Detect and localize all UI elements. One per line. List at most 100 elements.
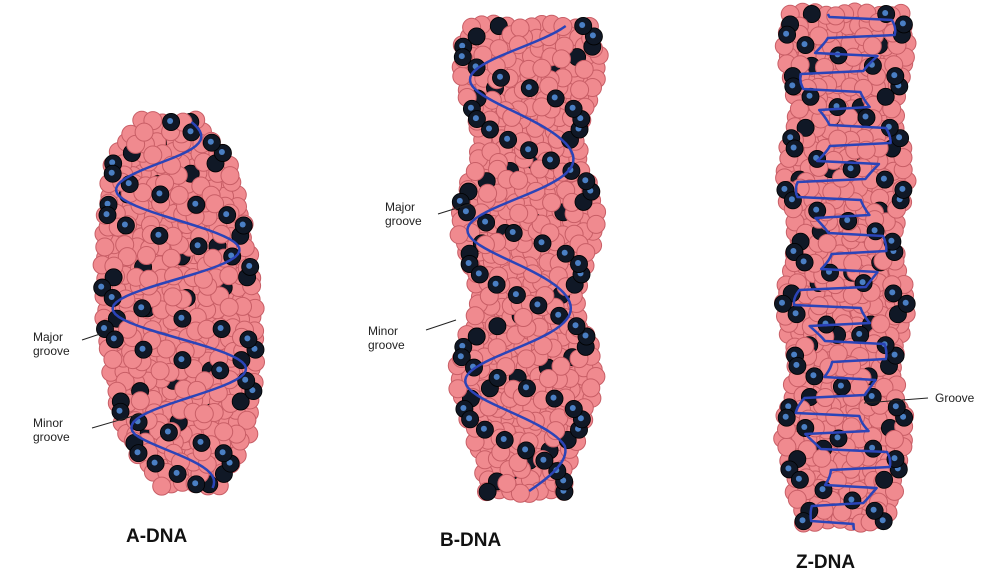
b-dna-major-groove-label: Major groove [385,200,422,228]
phosphate-highlight [109,159,115,165]
phosphate-highlight [796,476,802,482]
phosphate-highlight [152,460,158,466]
atom-sphere [826,408,844,426]
atom-sphere [135,123,153,141]
phosphate-highlight [140,346,146,352]
phosphate-highlight [138,304,144,310]
phosphate-highlight [494,374,500,380]
phosphate-highlight [156,190,162,196]
a-major-groove-pointer [82,334,100,340]
phosphate-highlight [459,43,465,49]
atom-sphere [533,59,551,77]
phosphate-highlight [540,457,546,463]
phosphate-highlight [104,211,110,217]
b-dna-model [448,15,608,502]
phosphate-highlight [192,480,198,486]
phosphate-highlight [810,372,816,378]
phosphate-highlight [889,289,895,295]
atom-sphere [220,267,238,285]
phosphate-highlight [501,436,507,442]
backbone-sphere [489,318,506,335]
atom-sphere [872,315,890,333]
phosphate-highlight [109,170,115,176]
phosphate-highlight [126,180,132,186]
phosphate-highlight [793,310,799,316]
phosphate-highlight [880,517,886,523]
phosphate-highlight [896,134,902,140]
a-dna-minor-groove-label: Minor groove [33,416,70,444]
phosphate-highlight [510,229,516,235]
phosphate-highlight [790,248,796,254]
phosphate-highlight [481,426,487,432]
atom-sphere [543,194,561,212]
phosphate-highlight [881,176,887,182]
phosphate-highlight [856,331,862,337]
phosphate-highlight [807,93,813,99]
phosphate-highlight [98,284,104,290]
phosphate-highlight [848,497,854,503]
phosphate-highlight [547,157,553,163]
atom-sphere [449,380,467,398]
phosphate-highlight [522,446,528,452]
phosphate-highlight [801,258,807,264]
phosphate-highlight [791,352,797,358]
phosphate-highlight [820,486,826,492]
z-dna-model [774,3,916,532]
phosphate-highlight [526,84,532,90]
atom-sphere [855,79,873,97]
phosphate-highlight [781,186,787,192]
phosphate-highlight [900,20,906,26]
atom-sphere [215,423,233,441]
phosphate-highlight [482,219,488,225]
b-dna-minor-groove-label: Minor groove [368,324,405,352]
phosphate-highlight [791,145,797,151]
phosphate-highlight [789,196,795,202]
z-dna-title: Z-DNA [796,552,855,574]
phosphate-highlight [122,222,128,228]
phosphate-highlight [872,227,878,233]
phosphate-highlight [178,315,184,321]
phosphate-highlight [220,449,226,455]
phosphate-highlight [835,434,841,440]
phosphate-highlight [165,429,171,435]
atom-sphere [553,50,571,68]
phosphate-highlight [192,201,198,207]
phosphate-highlight [466,415,472,421]
phosphate-highlight [802,41,808,47]
atom-sphere [162,249,180,267]
phosphate-highlight [463,208,469,214]
phosphate-highlight [476,270,482,276]
phosphate-highlight [552,94,558,100]
atom-sphere [221,167,239,185]
atom-sphere [138,247,156,265]
phosphate-highlight [583,333,589,339]
atom-sphere [582,379,600,397]
phosphate-highlight [582,177,588,183]
phosphate-highlight [783,31,789,37]
atom-sphere [220,298,238,316]
atom-sphere [144,146,162,164]
phosphate-highlight [869,393,875,399]
atom-sphere [510,171,528,189]
phosphate-highlight [869,445,875,451]
atom-sphere [510,204,528,222]
atom-sphere [498,474,516,492]
phosphate-highlight [460,405,466,411]
atom-sphere [517,350,535,368]
phosphate-highlight [801,424,807,430]
phosphate-highlight [785,465,791,471]
phosphate-highlight [863,114,869,120]
atom-sphere [587,215,605,233]
atom-sphere [511,19,529,37]
atom-sphere [164,288,182,306]
phosphate-highlight [783,414,789,420]
phosphate-highlight [493,281,499,287]
phosphate-highlight [174,470,180,476]
phosphate-highlight [216,366,222,372]
phosphate-highlight [892,352,898,358]
a-dna-title: A-DNA [126,526,187,548]
phosphate-highlight [155,232,161,238]
phosphate-highlight [459,53,465,59]
phosphate-highlight [195,242,201,248]
phosphate-highlight [789,82,795,88]
